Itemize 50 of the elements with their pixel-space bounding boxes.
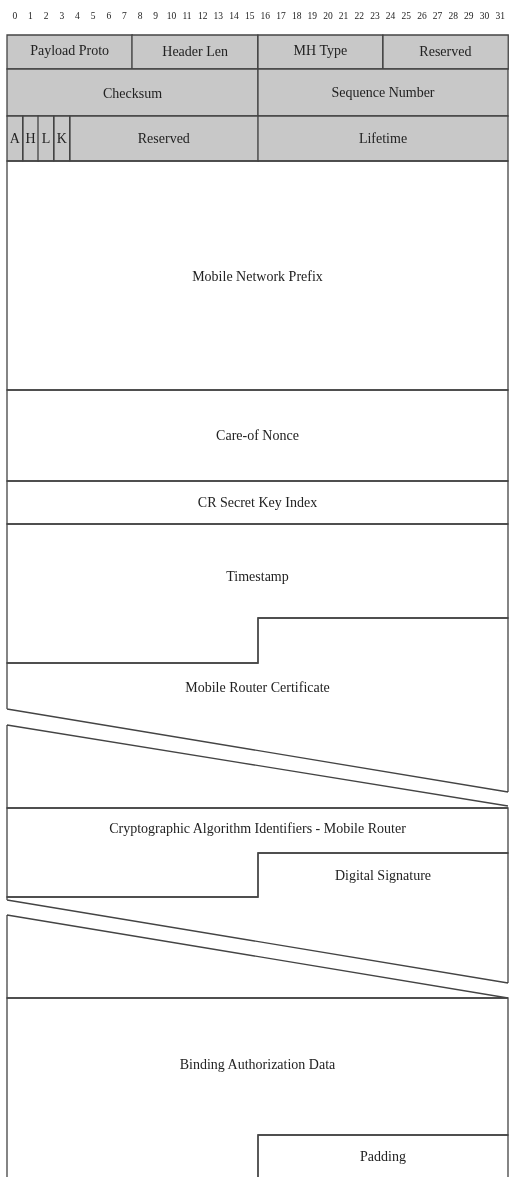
bit-number: 21 bbox=[338, 10, 349, 22]
packet-field: H bbox=[22, 116, 39, 161]
bit-number: 10 bbox=[166, 10, 177, 22]
bit-number: 6 bbox=[106, 10, 112, 22]
packet-field: Reserved bbox=[382, 35, 508, 69]
packet-field: MH Type bbox=[258, 35, 383, 69]
bit-number: 27 bbox=[432, 10, 443, 22]
bit-number: 9 bbox=[153, 10, 159, 22]
packet-field: Timestamp bbox=[7, 524, 508, 663]
bit-number: 12 bbox=[197, 10, 208, 22]
packet-field: Care-of Nonce bbox=[7, 390, 508, 481]
bit-number: 1 bbox=[28, 10, 33, 22]
bit-number: 18 bbox=[291, 10, 302, 22]
bit-number: 13 bbox=[213, 10, 224, 22]
bit-number: 14 bbox=[229, 10, 239, 22]
bit-number: 11 bbox=[182, 10, 192, 22]
packet-field: Payload Proto bbox=[7, 35, 133, 69]
bit-number: 0 bbox=[12, 10, 18, 22]
packet-field: Checksum bbox=[7, 69, 258, 116]
bit-number: 17 bbox=[276, 10, 286, 22]
packet-field: Mobile Network Prefix bbox=[7, 161, 508, 390]
bit-number: 31 bbox=[495, 10, 505, 22]
bit-number: 3 bbox=[59, 10, 65, 22]
bit-number: 29 bbox=[464, 10, 474, 22]
bit-number: 26 bbox=[417, 10, 427, 22]
packet-field: Digital Signature bbox=[7, 853, 508, 998]
bit-number: 5 bbox=[90, 10, 96, 22]
packet-field: Lifetime bbox=[258, 116, 508, 161]
bit-number: 15 bbox=[244, 10, 255, 22]
packet-field: A bbox=[7, 116, 23, 161]
bit-number: 28 bbox=[448, 10, 458, 22]
bit-number: 25 bbox=[401, 10, 411, 22]
bit-number: 2 bbox=[43, 10, 49, 22]
packet-field: K bbox=[53, 116, 70, 161]
packet-field: Reserved bbox=[69, 116, 258, 161]
bit-number: 23 bbox=[370, 10, 380, 22]
bit-number: 30 bbox=[479, 10, 490, 22]
bit-number: 8 bbox=[137, 10, 143, 22]
packet-field: Header Len bbox=[132, 35, 258, 69]
packet-field: CR Secret Key Index bbox=[7, 481, 508, 524]
bit-number: 19 bbox=[307, 10, 318, 22]
bit-number: 22 bbox=[354, 10, 364, 22]
bit-number: 16 bbox=[260, 10, 271, 22]
bit-number: 24 bbox=[385, 10, 396, 22]
packet-field: Mobile Router Certificate bbox=[7, 618, 508, 808]
bit-number: 20 bbox=[323, 10, 333, 22]
bit-number: 4 bbox=[75, 10, 80, 22]
packet-field: L bbox=[38, 116, 54, 161]
packet-field: Sequence Number bbox=[258, 69, 508, 116]
bit-number: 7 bbox=[122, 10, 127, 22]
